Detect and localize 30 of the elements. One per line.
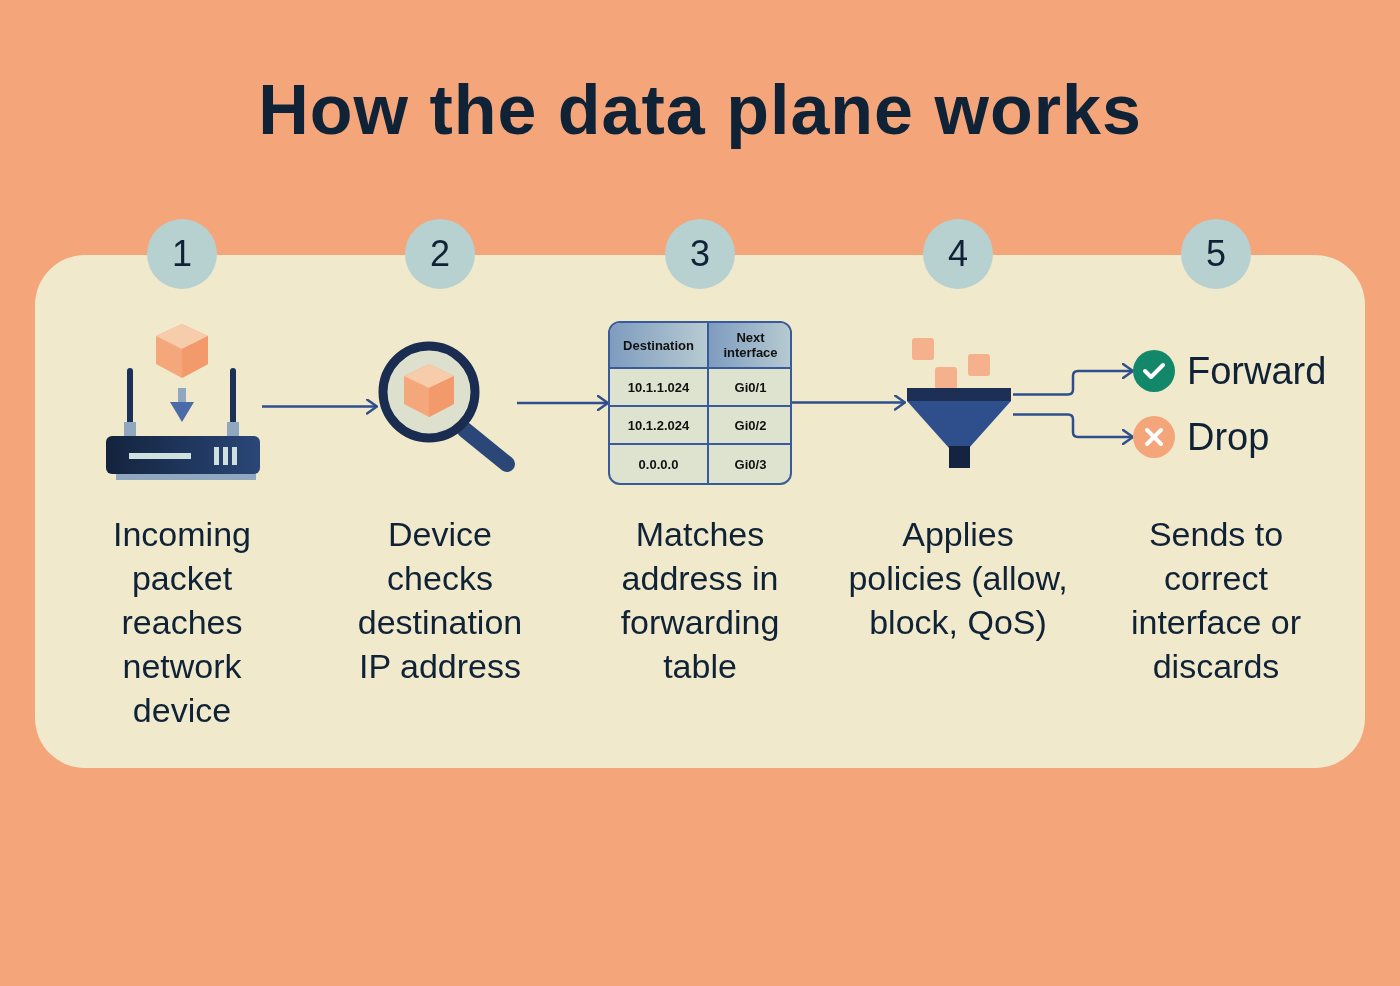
arrow — [517, 394, 610, 412]
step-description: Applies policies (allow, block, QoS) — [847, 514, 1069, 643]
title: How the data plane works — [257, 70, 1143, 150]
arrow — [1013, 362, 1135, 396]
step-number: 4 — [923, 219, 993, 289]
outcome-label: Drop — [1187, 415, 1270, 460]
step-description: Sends to correct interface or discards — [1129, 514, 1303, 687]
routing-table — [608, 321, 792, 485]
step-number: 5 — [1181, 219, 1251, 289]
step-number: 1 — [147, 219, 217, 289]
table-cell-text: Gi0/3 — [733, 455, 768, 474]
table-cell: Gi0/1 — [709, 369, 790, 407]
funnel-drawing — [905, 336, 1013, 469]
step-description: Matches address in forwarding table — [619, 514, 781, 687]
arrow — [1013, 413, 1135, 446]
step-description: Incoming packet reaches network device — [112, 514, 252, 731]
outcome-label: Forward — [1187, 349, 1327, 394]
table-header: Next interface — [709, 323, 790, 369]
table-cell: 0.0.0.0 — [610, 445, 709, 483]
step-number: 3 — [665, 219, 735, 289]
step-number: 2 — [405, 219, 475, 289]
router-drawing — [104, 322, 262, 482]
table-cell: 10.1.2.024 — [610, 407, 709, 445]
step-description: Device checks destination IP address — [356, 514, 524, 687]
table-header: Destination — [610, 323, 709, 369]
arrow — [792, 394, 907, 411]
magnifier-drawing — [377, 340, 517, 473]
arrow — [262, 398, 379, 415]
table-cell: Gi0/2 — [709, 407, 790, 445]
table-cell: 10.1.1.024 — [610, 369, 709, 407]
